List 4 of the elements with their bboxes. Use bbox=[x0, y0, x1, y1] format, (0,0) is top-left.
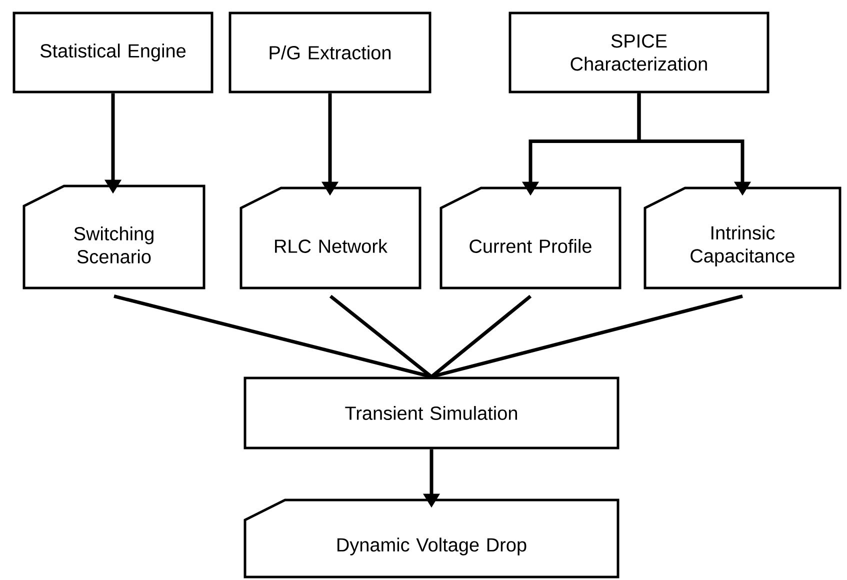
process-box: P/G Extraction bbox=[228, 12, 432, 94]
process-box: Transient Simulation bbox=[244, 376, 620, 450]
process-box: SPICE Characterization bbox=[508, 12, 770, 94]
process-box: Statistical Engine bbox=[12, 12, 214, 94]
